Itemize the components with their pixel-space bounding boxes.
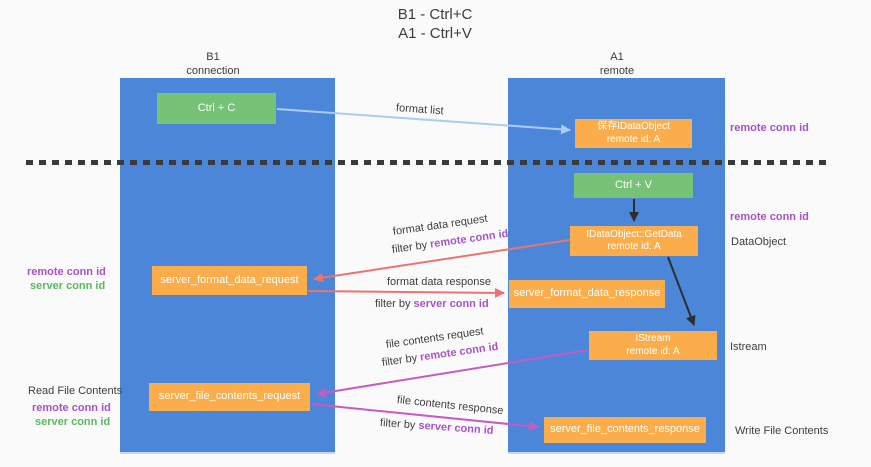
filter-by-text-4: filter by bbox=[379, 417, 419, 432]
istream-line2: remote id: A bbox=[626, 345, 680, 357]
title-line-2: A1 - Ctrl+V bbox=[398, 24, 472, 42]
dataobject-annotation: DataObject bbox=[731, 236, 787, 248]
server-format-data-response-box: server_format_data_response bbox=[509, 280, 665, 308]
filter-by-text-1: filter by bbox=[391, 238, 431, 256]
istream-line1: IStream bbox=[635, 333, 671, 344]
remote-conn-id-right-1: remote conn id bbox=[730, 122, 809, 134]
save-idataobject-line1: 保存IDataObject bbox=[597, 121, 670, 132]
remote-conn-id-left-2: remote conn id bbox=[32, 402, 111, 414]
lane-b1-title: B1 bbox=[206, 51, 220, 63]
format-list-label: format list bbox=[395, 102, 444, 118]
filter-by-text-2: filter by bbox=[375, 298, 414, 310]
server-conn-id-left-2: server conn id bbox=[35, 416, 111, 428]
idataobject-getdata-box: IDataObject::GetData remote id: A bbox=[570, 226, 698, 256]
server-file-contents-request-label: server_file_contents_request bbox=[158, 390, 301, 403]
getdata-line2: remote id: A bbox=[607, 241, 661, 252]
remote-conn-id-right-2: remote conn id bbox=[730, 211, 809, 223]
istream-box: IStream remote id: A bbox=[589, 331, 717, 360]
server-conn-id-filter-1: server conn id bbox=[413, 298, 489, 310]
ctrl-c-label: Ctrl + C bbox=[197, 101, 236, 114]
lane-header-b1: B1 connection bbox=[143, 50, 283, 79]
ctrl-c-box: Ctrl + C bbox=[157, 93, 276, 124]
remote-conn-id-left-1: remote conn id bbox=[27, 266, 106, 278]
getdata-line1: IDataObject::GetData bbox=[586, 228, 682, 240]
title-line-1: B1 - Ctrl+C bbox=[397, 6, 473, 23]
read-file-contents-annotation: Read File Contents bbox=[28, 385, 123, 397]
save-idataobject-line2: remote id: A bbox=[606, 133, 661, 145]
lane-header-a1: A1 remote bbox=[547, 50, 687, 79]
server-format-data-response-label: server_format_data_response bbox=[513, 287, 661, 300]
server-conn-id-filter-2: server conn id bbox=[418, 419, 494, 437]
lane-b1-subtitle: connection bbox=[186, 65, 240, 78]
file-contents-response-label: file contents response bbox=[396, 394, 505, 418]
server-conn-id-left-1: server conn id bbox=[30, 280, 106, 292]
format-data-response-label: format data response bbox=[387, 276, 491, 288]
filter-by-server-1: filter by server conn id bbox=[375, 298, 489, 310]
lane-a1-subtitle: remote bbox=[599, 65, 635, 78]
save-idataobject-box: 保存IDataObject remote id: A bbox=[575, 119, 692, 148]
server-format-data-request-label: server_format_data_request bbox=[160, 273, 299, 286]
server-file-contents-response-box: server_file_contents_response bbox=[544, 417, 706, 443]
filter-by-text-3: filter by bbox=[381, 351, 421, 369]
server-format-data-request-box: server_format_data_request bbox=[152, 266, 307, 295]
server-file-contents-response-label: server_file_contents_response bbox=[550, 423, 700, 436]
filter-by-server-2: filter by server conn id bbox=[380, 417, 494, 437]
write-file-contents-annotation: Write File Contents bbox=[735, 425, 829, 437]
dashed-divider bbox=[26, 160, 832, 165]
diagram-title: B1 - Ctrl+C A1 - Ctrl+V bbox=[325, 6, 545, 44]
istream-annotation: Istream bbox=[730, 341, 767, 353]
ctrl-v-label: Ctrl + V bbox=[615, 178, 652, 191]
ctrl-v-box: Ctrl + V bbox=[574, 173, 693, 198]
server-file-contents-request-box: server_file_contents_request bbox=[149, 383, 310, 411]
lane-a1-title: A1 bbox=[610, 51, 624, 63]
arrow-format-data-response bbox=[307, 287, 505, 298]
